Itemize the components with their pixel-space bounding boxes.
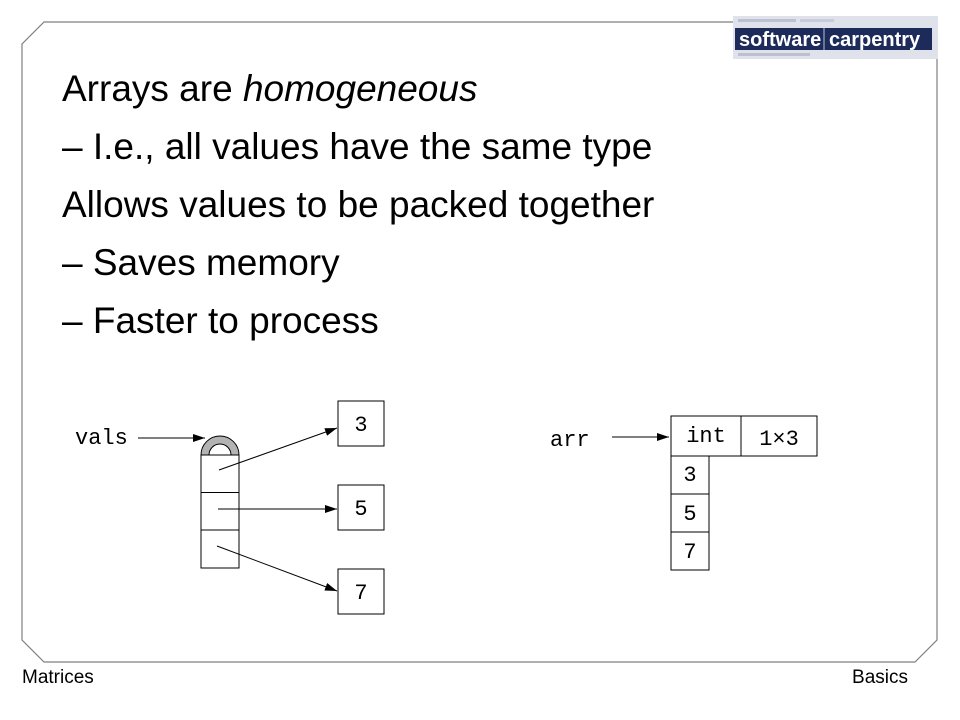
sub-bullet-3: – Faster to process — [62, 302, 379, 339]
cell-array-diagram: vals 3 5 7 — [75, 400, 385, 615]
footer-section-title: Matrices — [22, 667, 94, 688]
value-box — [337, 400, 385, 447]
logo-word-software: software — [739, 29, 821, 51]
bullet-1-text: Arrays are — [62, 68, 233, 109]
value-box-text: 5 — [354, 497, 367, 522]
cell-slot — [200, 492, 240, 531]
sub-bullet-2-text: Saves memory — [92, 242, 340, 283]
sub-bullet-marker: – — [62, 126, 83, 167]
logo-word-carpentry: carpentry — [829, 29, 921, 51]
value-box-text: 3 — [354, 413, 367, 438]
array-size-text: 1×3 — [759, 427, 799, 452]
sub-bullet-marker: – — [62, 242, 83, 283]
value-box — [337, 568, 385, 615]
array-element-box — [670, 493, 710, 533]
array-element-text: 5 — [683, 502, 696, 527]
array-element-box — [670, 531, 710, 571]
software-carpentry-logo: software carpentry — [733, 16, 938, 59]
array-element-text: 7 — [683, 540, 696, 565]
cell-slot — [200, 529, 240, 569]
bullet-2: Allows values to be packed together — [62, 186, 654, 223]
sub-bullet-marker: – — [62, 300, 83, 341]
footer-topic: Basics — [852, 667, 908, 688]
bullet-2-text: Allows values to be packed together — [62, 184, 655, 225]
array-size-box — [740, 415, 818, 457]
value-box-text: 7 — [354, 581, 367, 606]
packed-array-diagram: arr int 1×3 3 5 7 — [550, 415, 818, 571]
array-element-text: 3 — [683, 463, 696, 488]
logo-texture — [738, 53, 810, 56]
logo-texture — [738, 19, 796, 22]
array-type-text: int — [686, 424, 726, 449]
bullet-1: Arrays are homogeneous — [62, 70, 477, 107]
cell-slot — [200, 454, 240, 493]
sub-bullet-1: – I.e., all values have the same type — [62, 128, 652, 165]
cell-array-header-icon — [200, 435, 240, 456]
sub-bullet-3-text: Faster to process — [92, 300, 379, 341]
vals-variable-label: vals — [75, 426, 128, 451]
sub-bullet-1-text: I.e., all values have the same type — [92, 126, 653, 167]
arr-variable-label: arr — [550, 428, 590, 453]
value-box — [337, 484, 385, 531]
sub-bullet-2: – Saves memory — [62, 244, 340, 281]
logo-band — [735, 28, 932, 50]
cell-pointer-arrow — [216, 545, 338, 592]
cell-pointer-arrow — [218, 427, 338, 471]
bullet-1-emphasis: homogeneous — [242, 68, 478, 109]
logo-texture — [800, 19, 834, 22]
